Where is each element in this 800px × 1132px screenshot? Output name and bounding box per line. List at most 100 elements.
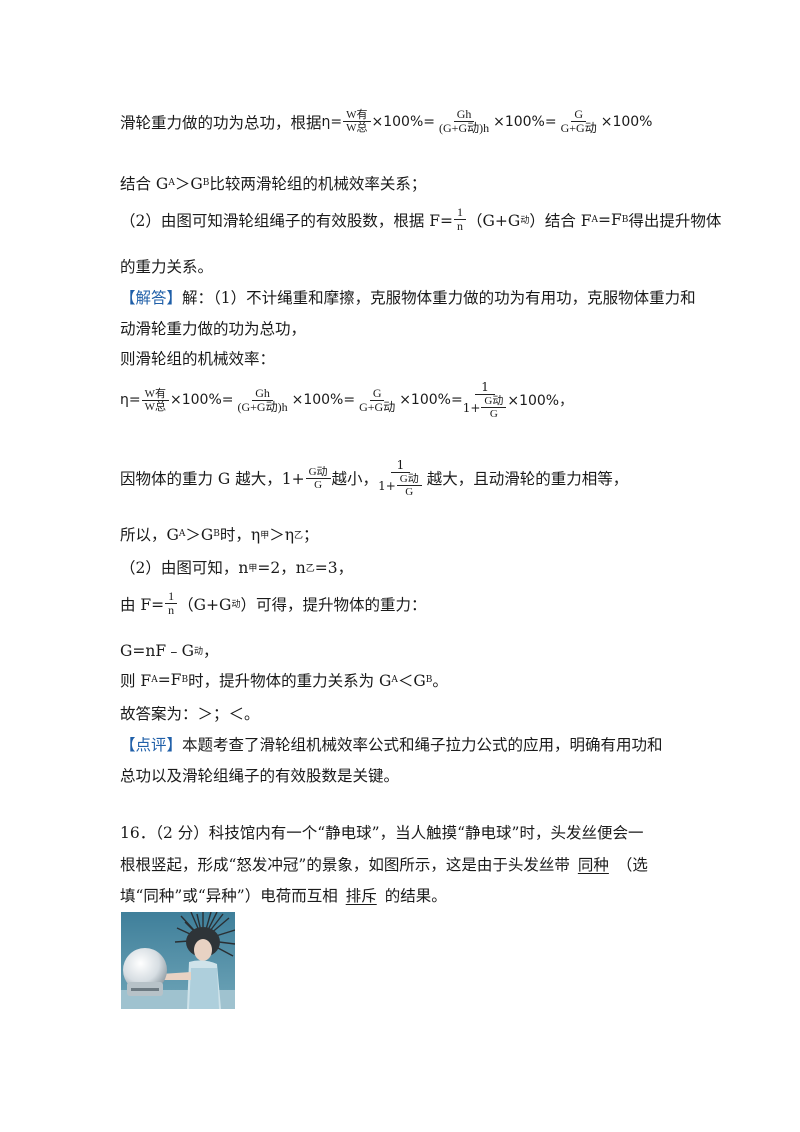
numerator: W有 [141, 388, 169, 401]
numerator: Gh [453, 108, 475, 122]
times-100: ×100%， [507, 393, 574, 409]
numerator: 1 [165, 590, 178, 604]
text: ， [203, 642, 219, 660]
sub: 乙 [305, 563, 315, 574]
answer-blank-1: 同种 [577, 856, 609, 874]
denominator: n [168, 603, 175, 617]
denominator: G+G动 [560, 121, 597, 135]
text: 因物体的重力 G 越大，1+ [120, 470, 305, 488]
fraction-gh: Gh(G+G动)h [235, 386, 291, 414]
numerator: Gh [252, 386, 273, 401]
numerator: 1 [390, 458, 411, 473]
numerator: G动 [305, 466, 331, 479]
text: 越小， [331, 470, 379, 488]
text: G=nF﹣G [120, 642, 194, 660]
text: ＞G [185, 526, 214, 544]
sub: B [213, 529, 220, 539]
text-line-6: 动滑轮重力做的功为总功， [120, 317, 306, 339]
text: 的重力关系。 [120, 258, 214, 276]
sub: 甲 [248, 563, 258, 574]
text: =2，n [257, 559, 306, 577]
answer-tag: 【解答】 [120, 289, 183, 307]
times-100: ×100%= [371, 113, 436, 130]
numerator: G [571, 108, 586, 122]
text-line-15: 故答案为：＞；＜。 [120, 702, 260, 724]
text: ＜G [397, 672, 426, 690]
times-100: ×100%= [493, 113, 557, 130]
text: =F [157, 671, 182, 689]
fraction-gh: Gh(G+G动)h [436, 108, 492, 135]
denominator: G+G动 [359, 399, 396, 414]
text: 越大，且动滑轮的重力相等， [426, 470, 629, 488]
numerator: 1 [475, 380, 495, 395]
text: 16．（2 分）科技馆内有一个“静电球”，当人触摸“静电球”时，头发丝便会一 [120, 824, 644, 842]
text: ； [303, 526, 319, 544]
sub: A [591, 214, 599, 225]
times-100: ×100%= [291, 392, 356, 408]
numerator: G [369, 386, 385, 401]
text-line-7: 则滑轮组的机械效率： [120, 347, 275, 369]
text: 填“同种”或“异种”）电荷而互相 [120, 887, 338, 905]
text: ＞G [174, 175, 203, 193]
text: 。 [432, 672, 448, 690]
text: （选 [616, 856, 648, 874]
one-plus: 1+ [462, 400, 481, 415]
numerator: 1 [454, 206, 467, 220]
text: 则 F [120, 672, 152, 690]
numerator: G动 [481, 395, 507, 408]
text: 解：（1）不计绳重和摩擦，克服物体重力做的功为有用功，克服物体重力和 [182, 289, 696, 307]
text: （G+G [467, 211, 521, 230]
denominator: G [405, 486, 414, 498]
comment-tag: 【点评】 [120, 736, 183, 754]
eta: η= [321, 113, 343, 130]
sub: 动 [194, 646, 204, 657]
text: 比较两滑轮组的机械效率关系； [209, 175, 427, 193]
sub: B [202, 178, 210, 188]
numerator: W有 [343, 109, 371, 122]
sub: A [151, 675, 158, 685]
text: 得出提升物体 [628, 211, 722, 230]
text: 时，提升物体的重力关系为 G [188, 672, 392, 690]
static-electricity-photo [121, 912, 235, 1009]
text: （2）由图可知滑轮组绳子的有效股数，根据 F= [120, 211, 454, 230]
text-line-17: 总功以及滑轮组绳子的有效股数是关键。 [120, 764, 399, 786]
times-100: ×100% [600, 113, 653, 130]
text: 滑轮重力做的功为总功，根据 [120, 113, 322, 132]
answer-line: 【解答】解：（1）不计绳重和摩擦，克服物体重力做的功为有用功，克服物体重力和 [120, 286, 696, 308]
text: 结合 G [120, 175, 169, 193]
text: （G+G [178, 595, 232, 614]
sub: 乙 [294, 530, 304, 541]
denominator: (G+G动)h [439, 121, 490, 135]
text: 时，η [219, 526, 261, 544]
times-100: ×100%= [170, 392, 234, 408]
sub: 动 [520, 216, 530, 226]
sub: B [425, 675, 433, 685]
static-ball-image [121, 912, 235, 1009]
denominator: G [489, 408, 498, 420]
text-line-4: 的重力关系。 [120, 255, 213, 277]
eta: η= [120, 392, 141, 408]
denominator: (G+G动)h [237, 399, 288, 414]
text: 所以，G [120, 526, 179, 544]
text: 动滑轮重力做的功为总功， [120, 320, 307, 338]
text: 的结果。 [384, 887, 447, 905]
denominator: W总 [144, 400, 166, 413]
